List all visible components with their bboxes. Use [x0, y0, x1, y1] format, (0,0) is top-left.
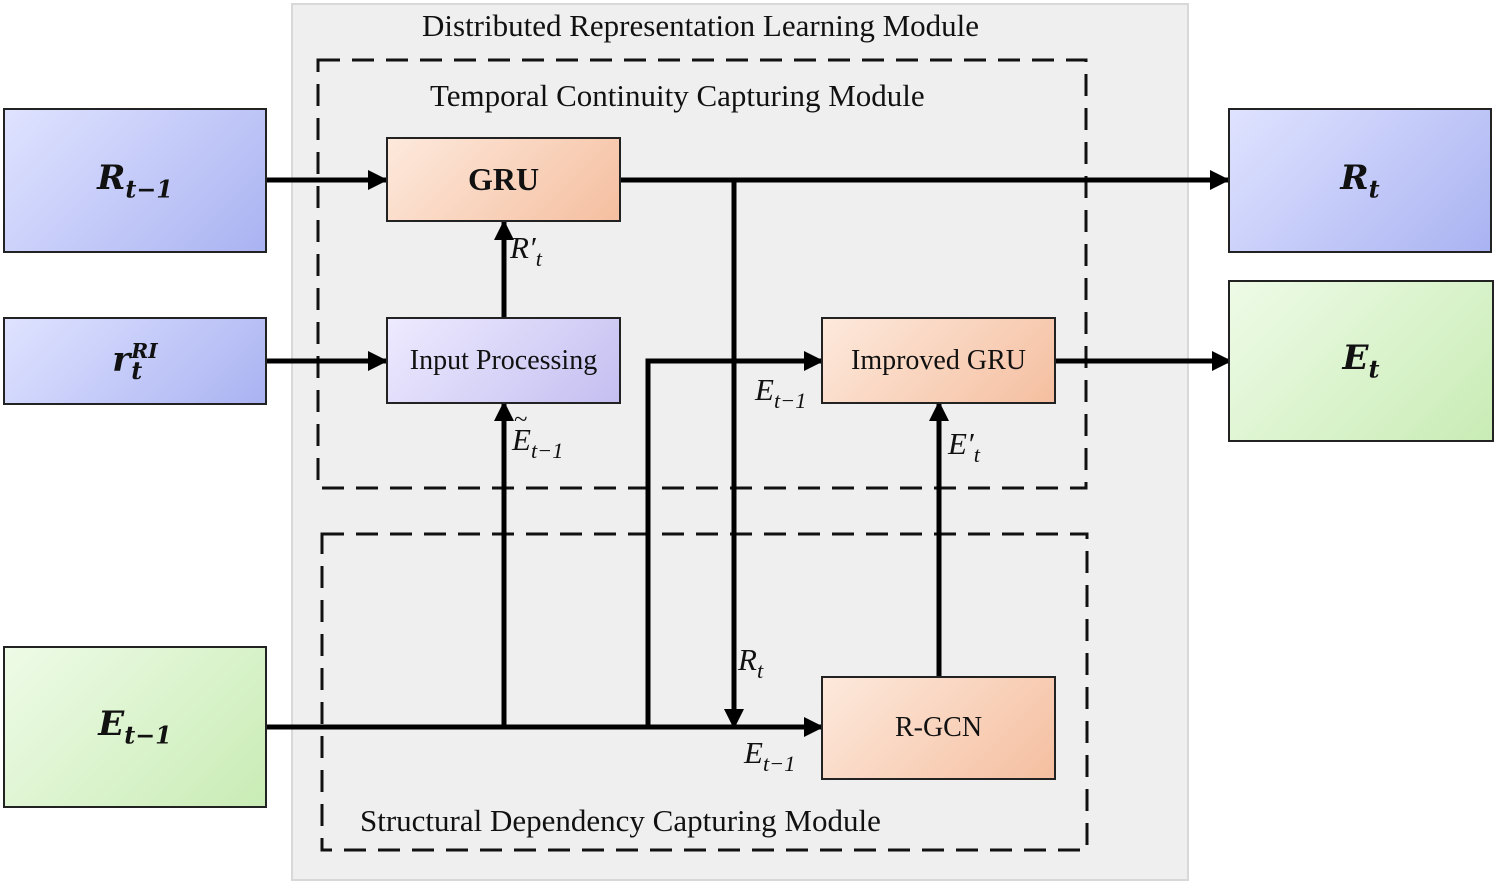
improved-gru-module: Improved GRU: [821, 317, 1056, 404]
edge-label-r-t-down: Rt: [738, 642, 764, 683]
input-e-prev-label: Et−1: [98, 704, 172, 750]
input-r-prev-label: Rt−1: [97, 157, 173, 204]
temporal-module-title: Temporal Continuity Capturing Module: [430, 78, 925, 113]
temporal-module-boundary: [316, 58, 1088, 490]
outer-module-title: Distributed Representation Learning Modu…: [422, 8, 980, 43]
edge-label-e-tilde: Et−1: [512, 406, 563, 464]
improved-gru-label: Improved GRU: [851, 344, 1026, 376]
edge-label-r-prime: R′t: [510, 230, 542, 271]
input-e-prev-box: Et−1: [3, 646, 267, 808]
edge-label-e-prev-rgcn: Et−1: [744, 735, 796, 776]
rgcn-label: R-GCN: [894, 712, 983, 743]
output-r-t-box: Rt: [1228, 108, 1492, 253]
structural-module-boundary: [320, 532, 1089, 852]
input-processing-label: Input Processing: [409, 344, 598, 376]
gru-label: GRU: [467, 161, 540, 197]
rgcn-module: R-GCN: [821, 676, 1056, 780]
input-r-prev-box: Rt−1: [3, 108, 267, 253]
edge-eprev-to-improved-gru: [645, 351, 824, 727]
structural-module-title: Structural Dependency Capturing Module: [360, 803, 881, 838]
edge-label-e-prime: E′t: [948, 426, 980, 467]
output-e-t-box: Et: [1228, 280, 1494, 442]
gru-module: GRU: [386, 137, 621, 222]
edge-label-e-prev-improved: Et−1: [755, 372, 807, 413]
output-e-t-label: Et: [1342, 338, 1380, 384]
input-processing-module: Input Processing: [386, 317, 621, 404]
output-r-t-label: Rt: [1340, 157, 1380, 204]
